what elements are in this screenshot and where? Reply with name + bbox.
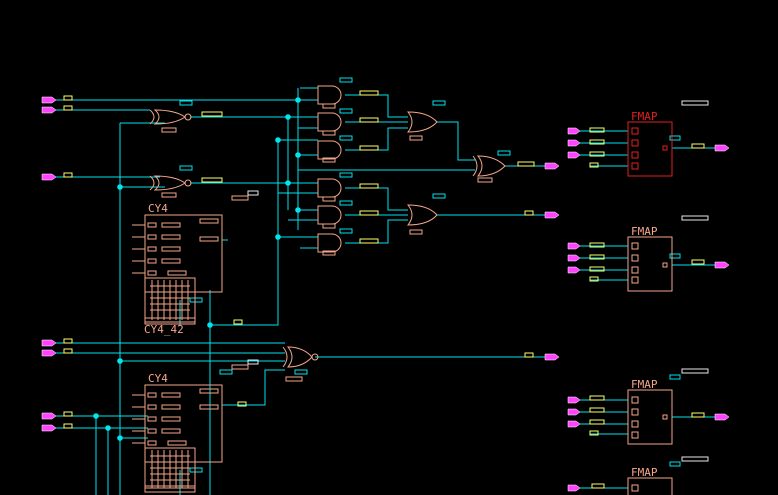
- fmap-4-label: FMAP: [631, 466, 658, 479]
- logic-gates[interactable]: [149, 85, 506, 368]
- cy4-top-label: CY4: [148, 202, 168, 215]
- and-gate-3: [317, 140, 342, 160]
- or-gate-1: [406, 111, 438, 133]
- and-gate-2: [317, 112, 342, 132]
- fmap-block-2[interactable]: [627, 236, 673, 292]
- fmap-2-label: FMAP: [631, 225, 658, 238]
- cy4-block-bottom[interactable]: [132, 384, 223, 493]
- junction-dots: [93, 97, 301, 441]
- fmap-block-4[interactable]: [627, 477, 673, 495]
- or-gate-2: [406, 204, 438, 226]
- cy4-bottom-label: CY4: [148, 372, 168, 385]
- cy4-block-top[interactable]: [132, 214, 223, 325]
- fmap-block-1-selected[interactable]: [627, 121, 673, 177]
- and-gate-1: [317, 85, 342, 105]
- and-gate-4: [317, 178, 342, 198]
- fmap-3-label: FMAP: [631, 378, 658, 391]
- and-gate-6: [317, 233, 342, 253]
- xor-gate-out: [472, 155, 506, 177]
- and-gate-5: [317, 205, 342, 225]
- output-ports[interactable]: [544, 144, 730, 421]
- fmap-block-3[interactable]: [627, 389, 673, 445]
- xor-gate-1: [149, 109, 192, 125]
- input-ports[interactable]: [41, 96, 581, 492]
- xnor-gate-mid: [282, 346, 319, 368]
- fmap-1-label: FMAP: [631, 110, 658, 123]
- xor-gate-2: [149, 175, 192, 191]
- cy4-top-instance-label: CY4_42: [144, 323, 184, 336]
- net-label-tags: [63, 77, 709, 489]
